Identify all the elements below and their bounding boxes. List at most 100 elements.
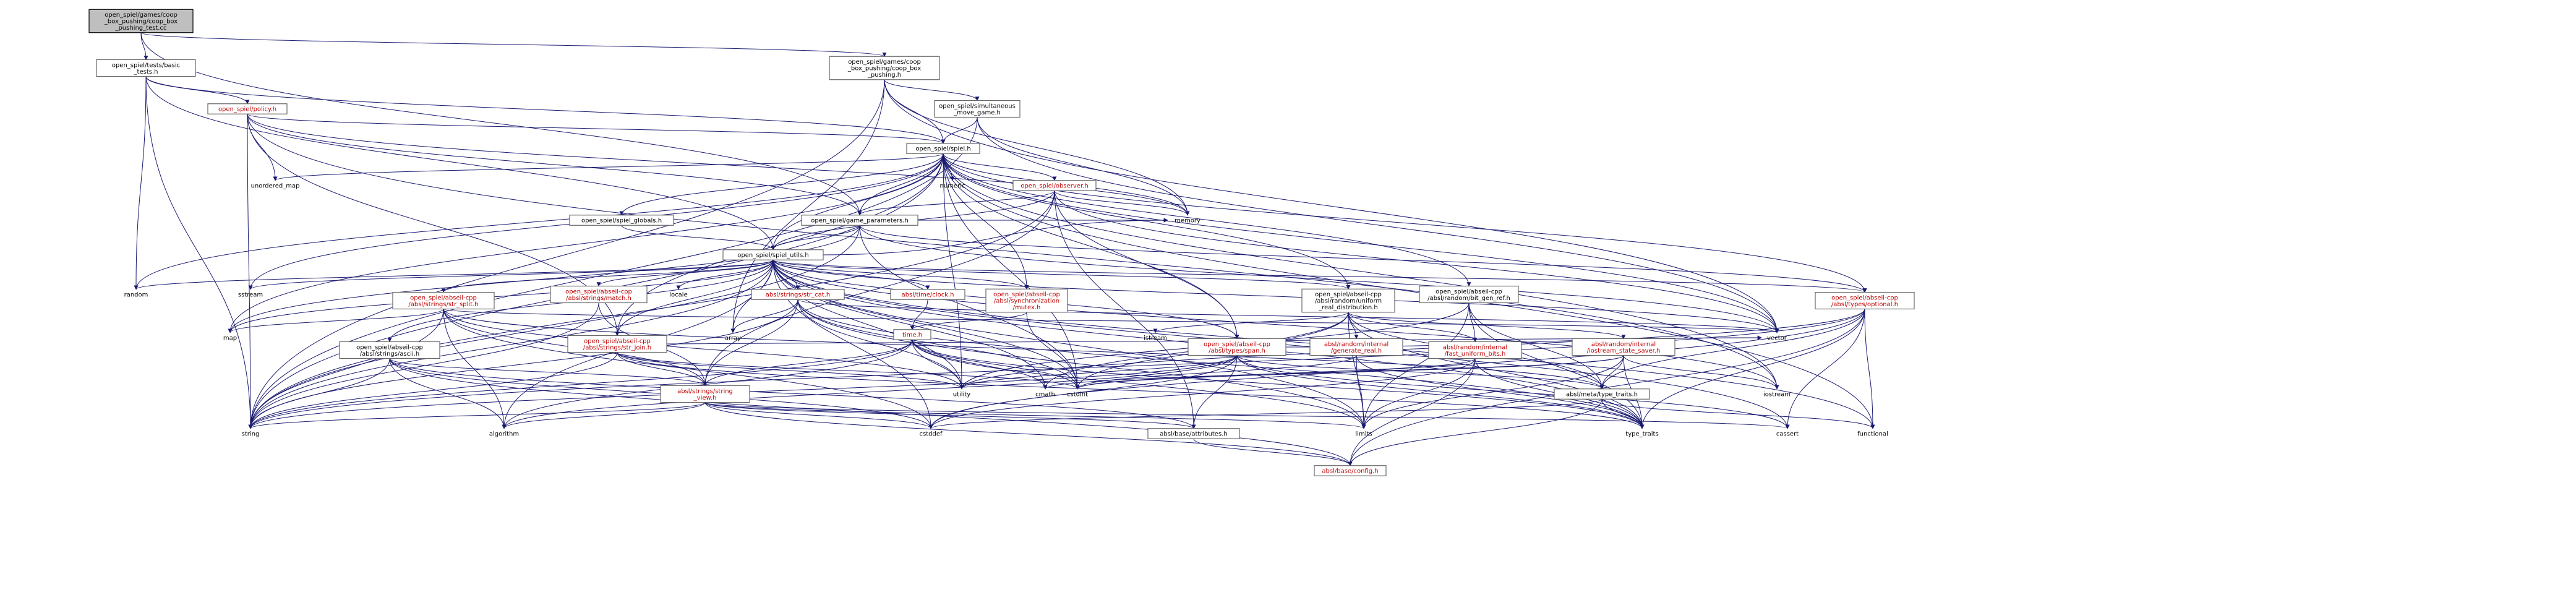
edge-coop_h-to-simultaneous: [884, 79, 980, 101]
file-node-spiel-globals[interactable]: open_spiel/spiel_globals.h: [569, 215, 674, 226]
edge-generate_real-to-type_traits: [1356, 355, 1645, 429]
file-node-basic-tests[interactable]: open_spiel/tests/basic_tests.h: [96, 59, 196, 77]
edge-coop_h-to-string: [248, 79, 885, 429]
file-node-config[interactable]: absl/base/config.h: [1314, 465, 1387, 476]
node-label-line: /absl/random/bit_gen_ref.h: [1427, 295, 1510, 302]
node-label-line: open_spiel/spiel.h: [915, 146, 970, 153]
edge-spiel_utils-to-random: [134, 259, 774, 290]
edge-time-to-algorithm: [502, 340, 913, 429]
file-node-bit-gen-ref[interactable]: open_spiel/abseil-cpp/absl/random/bit_ge…: [1419, 285, 1519, 304]
edge-spiel_utils-to-sstream: [248, 259, 774, 290]
node-box: [893, 329, 931, 340]
edge-str_split-to-string: [248, 309, 444, 429]
node-box: [1554, 388, 1650, 400]
node-box: [1815, 291, 1915, 310]
node-label-line: numeric: [940, 183, 965, 190]
edge-spiel-to-unordered_map: [273, 153, 944, 181]
edge-spiel-to-spiel_utils: [771, 153, 944, 251]
edge-str_split-to-map: [228, 309, 444, 333]
file-node-fast-uniform-bits[interactable]: absl/random/internal/fast_uniform_bits.h: [1428, 341, 1522, 359]
header-node-limits: limits: [1355, 431, 1372, 438]
edge-spiel_utils-to-mutex: [772, 259, 1029, 289]
header-node-algorithm: algorithm: [489, 431, 519, 438]
file-node-meta-type-traits[interactable]: absl/meta/type_traits.h: [1554, 388, 1650, 400]
header-node-cassert: cassert: [1776, 431, 1799, 438]
node-label-line: iostream: [1763, 392, 1791, 398]
file-node-coop-box-pushing-test[interactable]: open_spiel/games/coop_box_pushing/coop_b…: [88, 9, 194, 33]
header-node-utility: utility: [953, 392, 971, 398]
edge-string_view-to-attributes: [704, 402, 1196, 429]
node-box: [392, 291, 495, 310]
file-node-generate-real[interactable]: absl/random/internal/generate_real.h: [1309, 338, 1403, 356]
edge-str_cat-to-cstdint: [797, 299, 1080, 390]
node-label-line: utility: [953, 392, 971, 398]
edge-game_params-to-optional: [859, 225, 1867, 293]
edge-time-to-utility: [912, 340, 964, 390]
edge-spiel_utils-to-map: [228, 260, 774, 333]
file-node-string-view[interactable]: absl/strings/string_view.h: [660, 385, 750, 403]
node-box: [751, 289, 845, 300]
file-node-str-cat[interactable]: absl/strings/str_cat.h: [751, 289, 845, 300]
file-node-policy[interactable]: open_spiel/policy.h: [207, 103, 288, 114]
edge-basic_tests-to-policy: [145, 76, 250, 105]
file-node-clock[interactable]: absl/time/clock.h: [890, 289, 965, 300]
node-label-line: open_spiel/tests/basic: [112, 62, 180, 69]
file-node-attributes[interactable]: absl/base/attributes.h: [1147, 428, 1240, 439]
node-label-line: _pushing.h: [867, 72, 901, 79]
file-node-str-split[interactable]: open_spiel/abseil-cpp/absl/strings/str_s…: [392, 291, 495, 310]
node-label-line: /generate_real.h: [1331, 348, 1382, 354]
edge-str_split-to-vector: [443, 309, 1779, 333]
edge-spiel_utils-to-string: [248, 260, 774, 429]
edge-simultaneous-to-spiel: [941, 117, 978, 144]
edge-type_traits_h-to-cstddef: [928, 398, 1603, 429]
node-label-line: open_spiel/abseil-cpp: [565, 288, 632, 295]
file-node-observer[interactable]: open_spiel/observer.h: [1012, 180, 1097, 191]
node-label-line: /absl/strings/str_split.h: [408, 301, 478, 308]
file-node-spiel-utils[interactable]: open_spiel/spiel_utils.h: [722, 249, 824, 260]
node-label-line: /absl/strings/str_join.h: [583, 345, 651, 351]
node-box: [207, 103, 288, 114]
file-node-optional[interactable]: open_spiel/abseil-cpp/absl/types/optiona…: [1815, 291, 1915, 310]
edge-simultaneous-to-vector: [977, 117, 1779, 333]
edge-spiel_utils-to-optional: [772, 259, 1867, 293]
edge-str_cat-to-array: [730, 299, 798, 333]
file-node-ascii[interactable]: open_spiel/abseil-cpp/absl/strings/ascii…: [339, 341, 440, 359]
header-node-istream: istream: [1144, 335, 1167, 342]
file-node-simultaneous-move-game[interactable]: open_spiel/simultaneous_move_game.h: [934, 100, 1021, 118]
file-node-game-parameters[interactable]: open_spiel/game_parameters.h: [801, 215, 918, 226]
node-label-line: /absl/types/optional.h: [1831, 301, 1898, 308]
edge-observer-to-span: [1054, 191, 1239, 340]
file-node-match[interactable]: open_spiel/abseil-cpp/absl/strings/match…: [550, 285, 648, 304]
edge-span-to-utility: [959, 355, 1238, 390]
file-node-span[interactable]: open_spiel/abseil-cpp/absl/types/span.h: [1187, 338, 1286, 356]
node-label-line: absl/random/internal: [1591, 341, 1656, 348]
file-node-time[interactable]: time.h: [893, 329, 931, 340]
edge-policy-to-iosfwd: [247, 114, 1779, 390]
node-label-line: _box_pushing/coop_box: [104, 19, 178, 25]
header-node-cstdint: cstdint: [1067, 392, 1088, 398]
edge-spiel_utils-to-str_join: [615, 260, 774, 337]
edge-fast_uniform-to-cstddef: [928, 358, 1476, 429]
file-node-mutex[interactable]: open_spiel/abseil-cpp/absl/synchronizati…: [985, 288, 1068, 313]
edge-iostream_saver-to-limits: [1361, 355, 1624, 429]
node-label-line: _real_distribution.h: [1318, 304, 1377, 311]
edge-game_params-to-string: [248, 225, 860, 429]
node-label-line: /absl/strings/ascii.h: [360, 351, 419, 358]
edge-spiel-to-bit_gen_ref: [943, 153, 1471, 287]
node-box: [906, 143, 980, 154]
edge-basic_tests-to-string: [145, 76, 253, 429]
file-node-spiel[interactable]: open_spiel/spiel.h: [906, 143, 980, 154]
node-box: [660, 385, 750, 403]
edge-spiel-to-map: [228, 153, 944, 333]
edge-optional-to-type_traits: [1640, 309, 1865, 429]
node-box: [934, 100, 1021, 118]
node-label-line: absl/meta/type_traits.h: [1566, 392, 1638, 398]
file-node-coop-box-pushing[interactable]: open_spiel/games/coop_box_pushing/coop_b…: [829, 56, 940, 80]
file-node-iostream-state-saver[interactable]: absl/random/internal/iostream_state_save…: [1572, 338, 1675, 356]
edge-observer-to-memory: [1054, 191, 1190, 216]
file-node-str-join[interactable]: open_spiel/abseil-cpp/absl/strings/str_j…: [567, 335, 667, 353]
header-node-random: random: [124, 292, 148, 299]
edge-fast_uniform-to-config: [1348, 358, 1476, 466]
node-box: [829, 56, 940, 80]
file-node-uniform-real-distribution[interactable]: open_spiel/abseil-cpp/absl/random/unifor…: [1301, 288, 1395, 313]
